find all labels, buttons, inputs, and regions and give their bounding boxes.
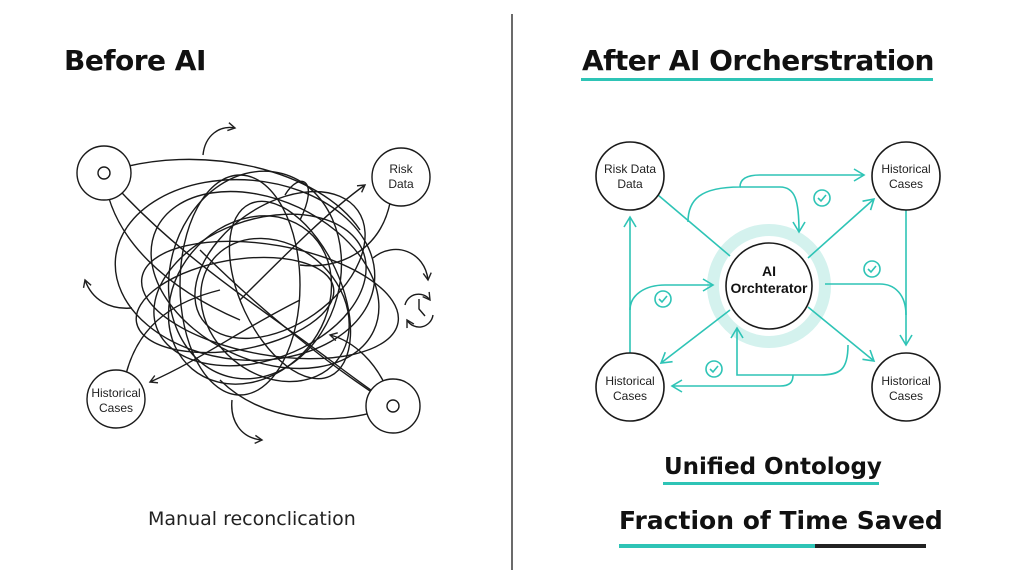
connector [740, 186, 806, 234]
after-top-right-label-1: Historical [881, 162, 930, 176]
after-top-right-label-2: Cases [889, 177, 923, 191]
panel-divider [511, 14, 513, 570]
after-node-historical-top-right [871, 141, 941, 211]
after-bottom-left-label-1: Historical [605, 374, 654, 388]
after-title-underline [581, 78, 933, 81]
check-circle-icon [654, 290, 672, 308]
orchestrator-node [725, 242, 813, 330]
before-title: Before AI [64, 44, 206, 77]
after-diagram [623, 168, 913, 393]
stray-arrow [82, 278, 133, 309]
connector [687, 168, 866, 223]
before-risk-data-label-2: Data [388, 177, 414, 191]
connector [825, 283, 907, 316]
orchestrator-label-2: Orchterator [730, 280, 808, 296]
time-saved-progress-fill [619, 544, 816, 548]
connector [807, 306, 876, 362]
tangle-lines [103, 158, 400, 420]
before-node-historical-cases [86, 369, 146, 429]
check-circle-icon [705, 360, 723, 378]
stray-arrow [202, 122, 237, 156]
orchestrator-label-1: AI [762, 263, 776, 279]
connector [730, 326, 849, 376]
after-node-historical-bottom-left [595, 352, 665, 422]
stray-arrow [231, 399, 264, 444]
time-saved-label: Fraction of Time Saved [619, 506, 943, 535]
after-top-left-label-2: Data [617, 177, 643, 191]
after-top-left-label-1: Risk Data [604, 162, 656, 176]
time-saved-progress-bar [619, 544, 926, 548]
before-node-risk-data [371, 147, 431, 207]
check-circle-icon [863, 260, 881, 278]
connector [659, 309, 731, 364]
before-caption: Manual reconclication [148, 508, 356, 530]
connector [807, 197, 876, 259]
after-bottom-left-label-2: Cases [613, 389, 647, 403]
ontology-underline [663, 482, 879, 485]
check-circle-icon [813, 189, 831, 207]
clock-refresh-icon [404, 291, 434, 329]
ontology-label: Unified Ontology [664, 454, 882, 480]
before-node-source-top-left [76, 145, 132, 201]
after-node-historical-bottom-right [871, 352, 941, 422]
before-node-sink-bottom-right [365, 378, 421, 434]
after-node-risk-data [595, 141, 665, 211]
after-bottom-right-label-2: Cases [889, 389, 923, 403]
connector [629, 278, 715, 311]
before-diagram [76, 122, 434, 444]
after-title: After AI Orcherstration [582, 44, 934, 77]
connector [657, 194, 731, 257]
before-risk-data-label-1: Risk [389, 162, 413, 176]
connector [670, 374, 794, 393]
after-bottom-right-label-1: Historical [881, 374, 930, 388]
before-historical-label-2: Cases [99, 401, 133, 415]
stray-arrow [372, 248, 432, 282]
before-historical-label-1: Historical [91, 386, 140, 400]
